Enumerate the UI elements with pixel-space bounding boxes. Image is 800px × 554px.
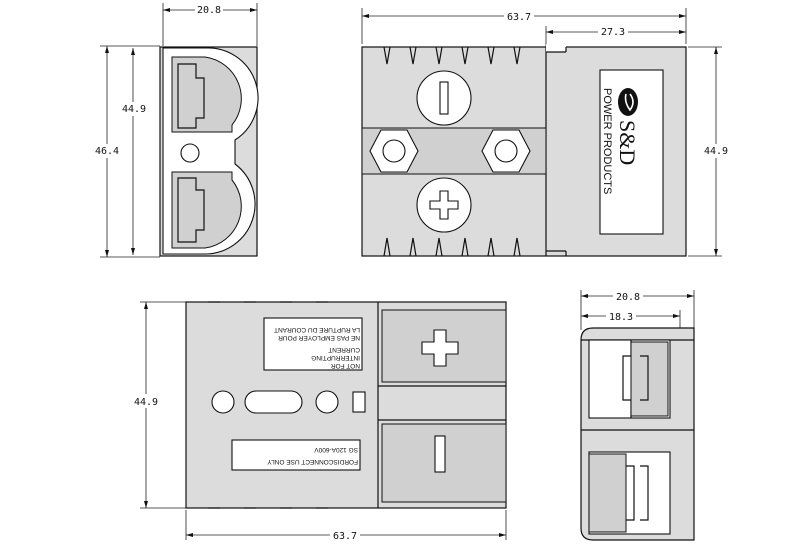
dim-top-left-inner-height: 44.9 — [122, 104, 146, 115]
minus-symbol — [434, 435, 446, 473]
logo-panel — [599, 69, 664, 235]
dim-top-right-height: 44.9 — [704, 146, 728, 157]
plus-symbol — [421, 329, 459, 367]
dim-bottom-right-inner: 18.3 — [609, 312, 633, 323]
top-view-bottom-left: 44.9 63.7 — [131, 301, 507, 542]
dim-bottom-right-outer: 20.8 — [616, 292, 640, 303]
dim-bottom-left-width: 63.7 — [333, 531, 357, 542]
usage-label-text: FORDISCONNECT USE ONLY SG 120A-600V — [267, 446, 358, 465]
warning-label — [263, 317, 363, 371]
side-view-top-right: 63.7 27.3 44.9 — [361, 8, 731, 257]
end-view-top-left: 20.8 46.4 44.9 — [92, 3, 259, 258]
dim-top-right-width: 63.7 — [507, 12, 531, 23]
brand-logo: S&D POWER PRODUCTS — [601, 88, 640, 194]
svg-text:LA RUPTURE DU COURANT: LA RUPTURE DU COURANT — [274, 326, 360, 333]
svg-text:FORDISCONNECT USE ONLY: FORDISCONNECT USE ONLY — [267, 458, 358, 465]
warning-label-text: NOT FOR INTERRUPTING CURRENT NE PAS EMPL… — [274, 326, 360, 369]
end-view-bottom-right: 20.8 18.3 — [580, 289, 695, 541]
teeth-bottom — [383, 237, 521, 257]
dim-top-right-partial: 27.3 — [601, 27, 625, 38]
usage-label — [231, 439, 361, 471]
dim-top-left-outer-height: 46.4 — [95, 146, 119, 157]
logo-subtitle: POWER PRODUCTS — [601, 88, 613, 194]
logo-name: S&D — [615, 120, 640, 165]
svg-text:NE PAS EMPLOYER POUR: NE PAS EMPLOYER POUR — [278, 334, 360, 341]
svg-text:CURRENT: CURRENT — [328, 346, 360, 353]
dim-bottom-left-height: 44.9 — [134, 397, 158, 408]
svg-text:NOT FOR: NOT FOR — [331, 362, 360, 369]
dim-top-left-width: 20.8 — [197, 5, 221, 16]
svg-text:SG 120A-600V: SG 120A-600V — [314, 446, 358, 453]
edge-bumps — [208, 301, 328, 509]
svg-text:INTERRUPTING: INTERRUPTING — [311, 354, 360, 361]
teeth-top — [383, 46, 521, 65]
